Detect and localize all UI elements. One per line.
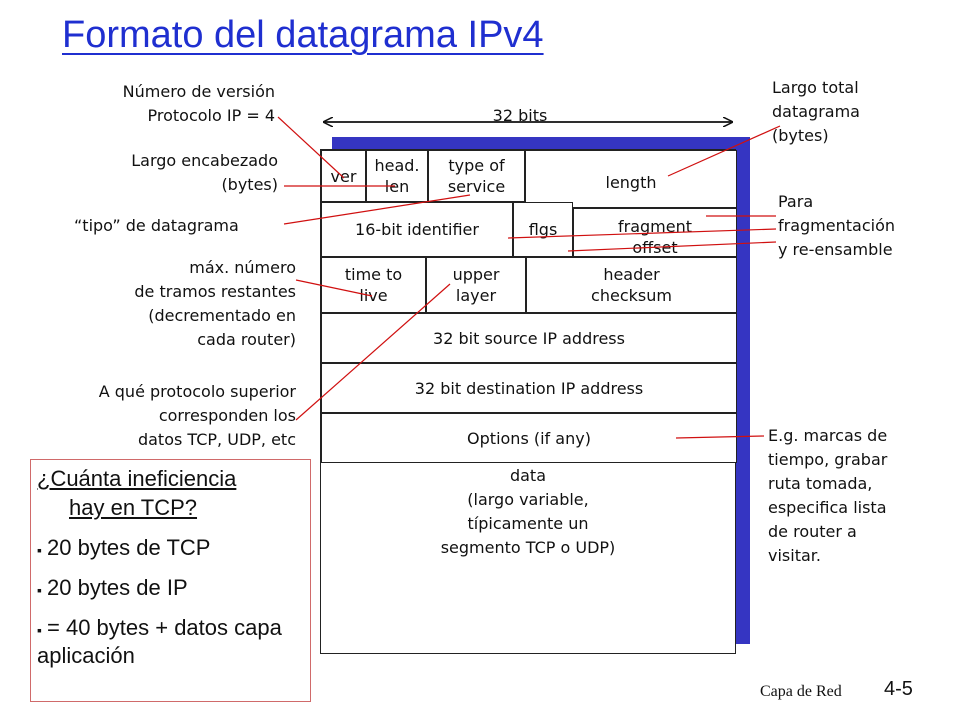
field-identifier: 16-bit identifier [321,202,513,257]
leader-protocol [295,283,451,421]
overhead-box: ¿Cuánta ineficiencia hay en TCP? ▪20 byt… [30,459,311,702]
label-version: Número de versión Protocolo IP = 4 [122,82,275,125]
footer-section: Capa de Red [760,683,842,700]
leader-tos [283,194,471,225]
label-fragmentation: Para fragmentación y re-ensamble [778,192,895,259]
leader-options [675,435,765,439]
bullet-icon: ▪ [37,542,42,558]
leader-version [277,116,345,179]
field-header-checksum: header checksum [526,257,737,313]
field-time-to-live: time to live [321,257,426,313]
field-length: length [525,150,737,208]
bullet-icon: ▪ [37,622,42,638]
field-flags: flgs [513,202,573,257]
overhead-bullet-ip: ▪20 bytes de IP [37,575,302,603]
label-datagram-type: “tipo” de datagrama [74,216,239,235]
label-32-bits: 32 bits [492,106,548,125]
overhead-question-line2: hay en TCP? [69,495,198,520]
leader-flags [567,241,777,252]
bullet-icon: ▪ [37,582,42,598]
field-options: Options (if any) [321,413,737,463]
field-upper-layer: upper layer [426,257,526,313]
field-source-ip: 32 bit source IP address [321,313,737,363]
overhead-bullet-tcp: ▪20 bytes de TCP [37,535,302,563]
field-ver: ver [321,150,366,202]
overhead-bullet-total: ▪= 40 bytes + datos capa aplicación [37,615,282,668]
field-head-len: head. len [366,150,428,202]
label-protocol: A qué protocolo superior corresponden lo… [98,382,296,449]
leader-ttl [295,279,373,297]
field-type-of-service: type of service [428,150,525,202]
field-data: data (largo variable, típicamente un seg… [440,466,616,557]
label-header-length: Largo encabezado (bytes) [131,151,278,194]
overhead-question-line1: ¿Cuánta ineficiencia [37,466,237,491]
page-title: Formato del datagrama IPv4 [62,14,544,56]
label-options-examples: E.g. marcas de tiempo, grabar ruta tomad… [768,426,888,565]
label-total-length: Largo total datagrama (bytes) [772,78,860,145]
field-destination-ip: 32 bit destination IP address [321,363,737,413]
footer-page-number: 4-5 [884,678,913,700]
label-ttl: máx. número de tramos restantes (decreme… [134,258,296,349]
leader-identifier [507,228,777,239]
leader-total-length [667,125,781,177]
